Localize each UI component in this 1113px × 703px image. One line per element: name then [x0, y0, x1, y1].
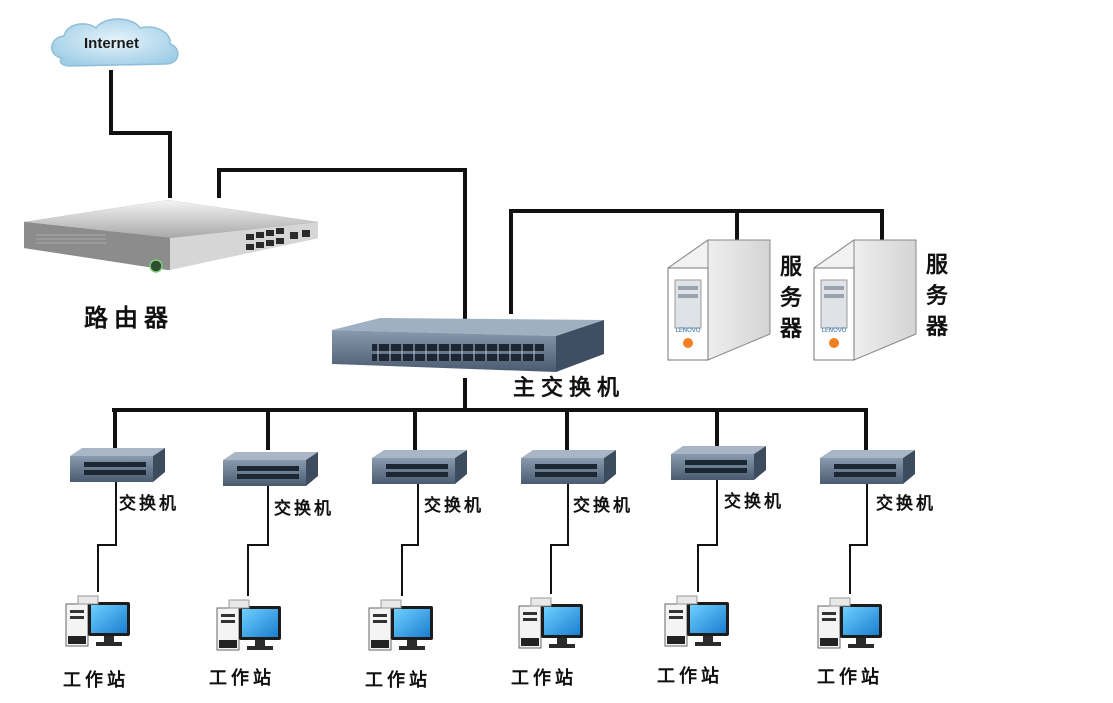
- access-switch-label: 交换机: [424, 496, 484, 516]
- server-1-label: 服务器: [779, 254, 802, 342]
- workstation-device: [65, 595, 130, 647]
- main-switch-device: [332, 318, 604, 372]
- server-power-icon: [683, 338, 693, 348]
- router-device: [24, 200, 318, 273]
- bus-drops: [113, 408, 868, 450]
- workstation-cables: [97, 480, 868, 596]
- access-switch-device: [70, 448, 165, 482]
- workstation-device: [216, 599, 281, 651]
- access-switch-device: [223, 452, 318, 486]
- server-power-icon: [829, 338, 839, 348]
- server-2-label: 服务器: [925, 252, 948, 340]
- workstation-device: [368, 599, 433, 651]
- access-switches: [70, 446, 915, 486]
- access-switch-device: [372, 450, 467, 484]
- workstation-device: [817, 597, 882, 649]
- workstation-label: 工作站: [511, 668, 577, 689]
- workstation-label: 工作站: [209, 668, 275, 689]
- workstation-label: 工作站: [365, 670, 431, 691]
- access-switch-device: [671, 446, 766, 480]
- cable-internet-router: [109, 70, 172, 198]
- access-switch-label: 交换机: [876, 494, 936, 514]
- internet-cloud: [51, 18, 179, 67]
- cables: [109, 70, 884, 450]
- server-2: [813, 239, 917, 361]
- cable-main-switch-servers: [509, 209, 884, 314]
- access-switch-device: [820, 450, 915, 484]
- workstation-label: 工作站: [63, 670, 129, 691]
- access-switch-label: 交换机: [573, 496, 633, 516]
- server-brand-1: LENOVO: [676, 327, 701, 334]
- access-switch-label: 交换机: [119, 494, 179, 514]
- server-brand-2: LENOVO: [822, 327, 847, 334]
- power-led-icon: [149, 259, 163, 273]
- workstation-label: 工作站: [657, 666, 723, 687]
- main-switch-ports: [372, 344, 544, 361]
- access-switch-label: 交换机: [724, 492, 784, 512]
- router-label: 路由器: [84, 303, 174, 332]
- access-switch-device: [521, 450, 616, 484]
- access-switch-label: 交换机: [274, 499, 334, 519]
- workstations: [65, 595, 882, 651]
- server-1: [667, 239, 771, 361]
- workstation-label: 工作站: [817, 667, 883, 688]
- internet-label: Internet: [84, 35, 140, 52]
- main-switch-label: 主交换机: [513, 375, 626, 401]
- workstation-device: [518, 597, 583, 649]
- workstation-device: [664, 595, 729, 647]
- cable-router-main-switch: [217, 168, 467, 322]
- router-ports: [246, 228, 310, 250]
